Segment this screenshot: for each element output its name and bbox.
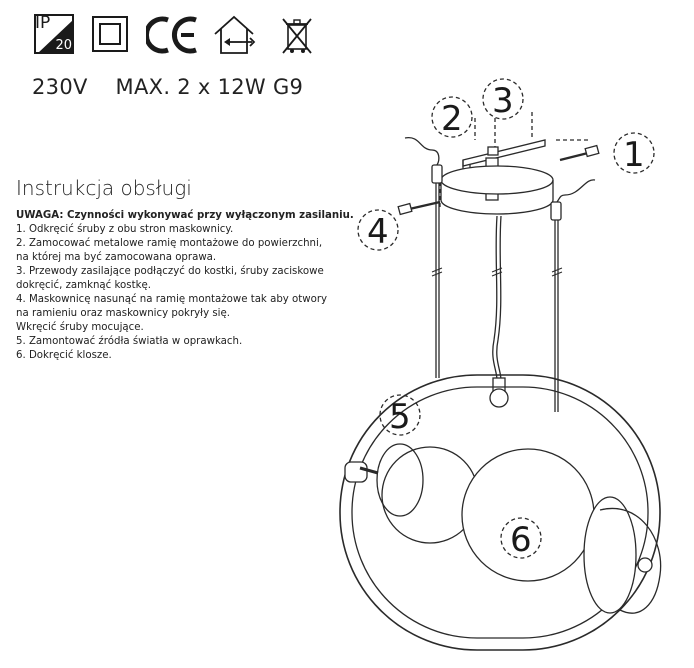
instruction-line: 6. Dokręcić klosze. bbox=[16, 350, 112, 361]
instruction-line: na ramieniu oraz maskownicy pokryły się. bbox=[16, 308, 230, 319]
instruction-line: 5. Zamontować źródła światła w oprawkach… bbox=[16, 336, 243, 347]
certification-icons: IP 20 bbox=[34, 13, 334, 60]
ip-prefix: IP bbox=[35, 13, 51, 33]
label-5: 5 bbox=[389, 397, 411, 437]
instruction-line: 2. Zamocować metalowe ramię montażowe do… bbox=[16, 238, 323, 249]
instruction-line: na której ma być zamocowana oprawa. bbox=[16, 252, 217, 263]
ce-mark-icon bbox=[146, 16, 197, 54]
ip20-icon: IP 20 bbox=[34, 13, 74, 54]
instruction-line: dokręcić, zamknąć kostkę. bbox=[16, 280, 151, 291]
instruction-line: 1. Odkręcić śruby z obu stron maskownicy… bbox=[16, 224, 234, 235]
page-title: Instrukcja obsługi bbox=[16, 176, 192, 200]
label-3: 3 bbox=[492, 81, 514, 121]
instruction-line: 3. Przewody zasilające podłączyć do kost… bbox=[16, 266, 324, 277]
electrical-spec: 230V MAX. 2 x 12W G9 bbox=[32, 75, 304, 99]
instruction-steps: UWAGA: Czynności wykonywać przy wyłączon… bbox=[16, 209, 354, 363]
label-6: 6 bbox=[510, 520, 532, 560]
instruction-line: Wkręcić śruby mocujące. bbox=[16, 322, 144, 333]
label-4: 4 bbox=[367, 212, 389, 252]
class-ii-double-insulation-icon bbox=[92, 16, 128, 52]
warning-text: UWAGA: Czynności wykonywać przy wyłączon… bbox=[16, 210, 354, 221]
label-2: 2 bbox=[441, 99, 463, 139]
instruction-line: 4. Maskownicę nasunąć na ramię montażowe… bbox=[16, 294, 328, 305]
ip-rating: 20 bbox=[55, 38, 72, 53]
weee-crossed-bin-icon bbox=[282, 18, 312, 54]
screw-icon bbox=[559, 144, 600, 162]
label-1: 1 bbox=[623, 135, 645, 175]
indoor-use-house-icon bbox=[214, 15, 256, 54]
